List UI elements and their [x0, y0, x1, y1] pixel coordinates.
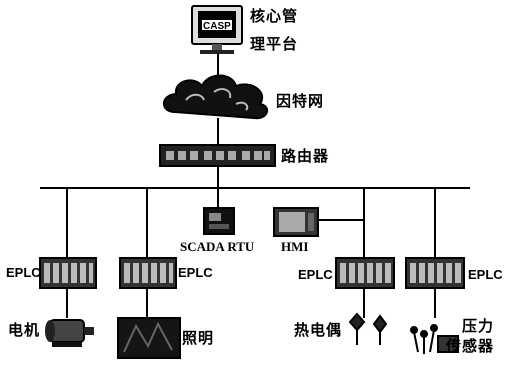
monitor-screen-text: CASP: [203, 18, 231, 35]
cloud-icon: [164, 76, 267, 119]
lighting-icon: [118, 318, 180, 358]
scada-rtu-icon: [204, 208, 234, 234]
plc-label-2: EPLC: [178, 264, 213, 281]
motor-label: 电机: [8, 322, 40, 339]
router-label: 路由器: [281, 148, 329, 165]
core-platform-label-line2: 理平台: [250, 36, 298, 53]
router-icon: [160, 145, 275, 166]
plc-label-3: EPLC: [298, 266, 333, 283]
plc-label-4: EPLC: [468, 266, 503, 283]
scada-rtu-label: SCADA RTU: [180, 238, 254, 255]
lighting-label: 照明: [182, 330, 214, 347]
thermocouple-icon: [350, 314, 386, 345]
plc-unit-1-icon: [40, 258, 96, 288]
thermocouple-label: 热电偶: [294, 322, 342, 339]
internet-label: 因特网: [276, 93, 324, 110]
plc-unit-2-icon: [120, 258, 176, 288]
pressure-label-line2: 传感器: [446, 338, 494, 355]
plc-label-1: EPLC: [6, 264, 41, 281]
plc-unit-4-icon: [406, 258, 464, 288]
hmi-icon: [274, 208, 318, 236]
hmi-label: HMI: [281, 238, 308, 255]
plc-unit-3-icon: [336, 258, 394, 288]
motor-icon: [45, 320, 94, 347]
pressure-label-line1: 压力: [462, 318, 494, 335]
core-platform-label-line1: 核心管: [250, 8, 298, 25]
